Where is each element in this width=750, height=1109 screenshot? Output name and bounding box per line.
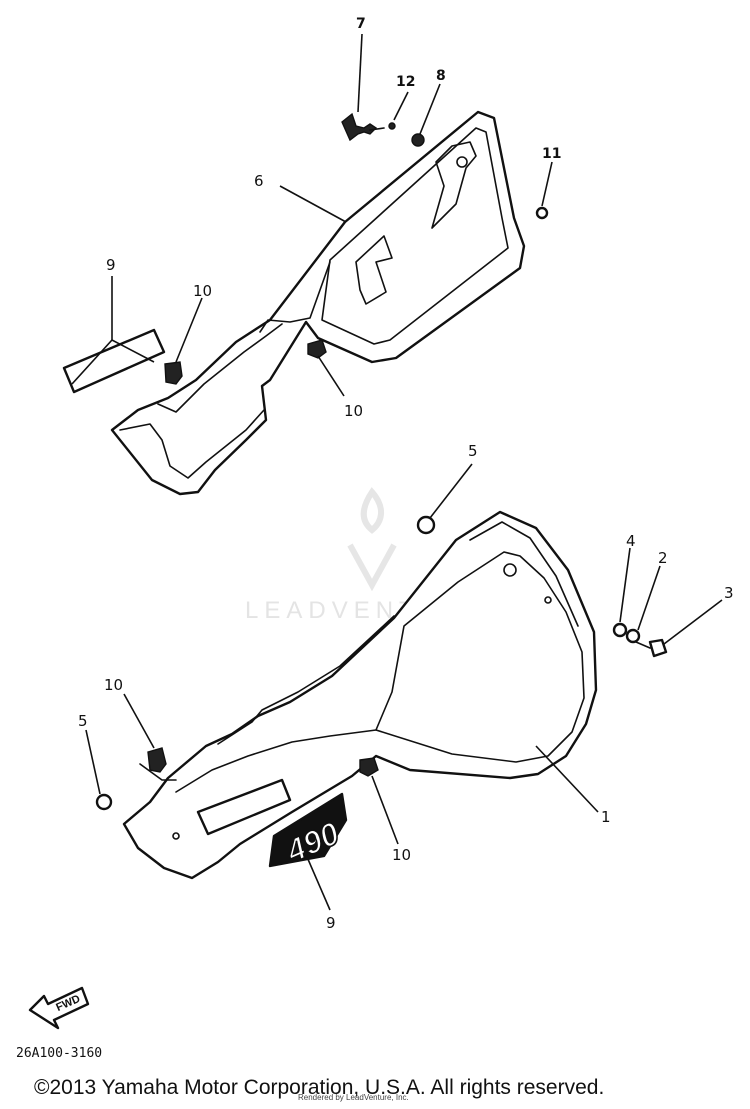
callout-8: 8 [436, 68, 446, 84]
emblem-9-top-icon [62, 328, 166, 394]
grommet-upper-left-icon [164, 361, 183, 385]
upper-cover-bracket [431, 141, 477, 229]
upper-side-cover [110, 110, 526, 496]
nut-5-right-icon [416, 515, 436, 535]
grommet-lower-left-icon [147, 747, 167, 773]
lower-cover-lower-ridge [175, 729, 377, 793]
lower-cover-top-edge [469, 521, 579, 627]
bolt-3-shaft [635, 641, 651, 649]
callouts: 7 12 8 11 6 9 10 10 5 4 2 3 10 5 1 10 9 [78, 16, 734, 932]
lower-cover-upper-ridge [217, 615, 395, 745]
callout-6: 6 [254, 172, 264, 190]
bolt-3-icon [648, 638, 668, 658]
lower-cover-mount-hole [503, 563, 517, 577]
callout-11: 11 [542, 146, 561, 162]
callout-10-top: 10 [193, 282, 212, 300]
lower-cover-window [375, 551, 585, 763]
washer-12-icon [388, 122, 396, 130]
leader-lines [71, 33, 723, 911]
callout-1: 1 [601, 808, 611, 826]
callout-4: 4 [626, 532, 636, 550]
grommet-upper-right-icon [307, 339, 327, 359]
grommet-lower-center-icon [359, 757, 379, 777]
lower-cover-hole-front [172, 832, 180, 840]
upper-cover-ridge [259, 261, 331, 333]
callout-9-bottom: 9 [326, 914, 336, 932]
fwd-arrow-icon [28, 986, 90, 1030]
lower-side-cover: 490 [122, 510, 598, 880]
upper-cover-mount-hole [456, 156, 468, 168]
callout-5-right: 5 [468, 442, 478, 460]
upper-cover-front-edge [157, 323, 283, 413]
reference-code: 26A100-3160 [16, 1046, 102, 1061]
lower-hardware [95, 515, 668, 811]
callout-12: 12 [396, 74, 415, 90]
washer-2-icon [625, 628, 641, 644]
callout-2: 2 [658, 549, 668, 567]
callout-10-bottom: 10 [392, 846, 411, 864]
nut-5-left-icon [95, 793, 113, 811]
nut-8-icon [411, 133, 425, 147]
wing-bolt-shaft [369, 127, 385, 131]
lower-cover-tab [139, 763, 177, 781]
callout-10-mid: 10 [344, 402, 363, 420]
watermark-flame-icon [360, 487, 384, 534]
callout-10-left: 10 [104, 676, 123, 694]
callout-7: 7 [356, 16, 366, 32]
upper-cover-outline [110, 110, 526, 496]
emblem-9-lower-icon [196, 778, 292, 836]
rendered-by-credit: Rendered by LeadVenture, Inc. [298, 1093, 409, 1102]
washer-11-icon [535, 206, 549, 220]
callout-5-left: 5 [78, 712, 88, 730]
lower-cover-hole-small [544, 596, 552, 604]
washer-4-icon [612, 622, 628, 638]
upper-cover-rear-flap [119, 409, 265, 479]
watermark-v-icon [347, 543, 397, 592]
upper-hardware [62, 112, 549, 394]
callout-9-top: 9 [106, 256, 116, 274]
copyright-notice: ©2013 Yamaha Motor Corporation, U.S.A. A… [34, 1076, 604, 1099]
decal-490-plate [268, 792, 348, 868]
callout-3: 3 [724, 584, 734, 602]
wing-bolt-icon [341, 112, 378, 142]
upper-cover-cutout [355, 235, 393, 305]
lower-cover-outline [122, 510, 598, 880]
fwd-arrow: FWD [28, 986, 90, 1030]
upper-cover-inner-panel [321, 127, 509, 345]
